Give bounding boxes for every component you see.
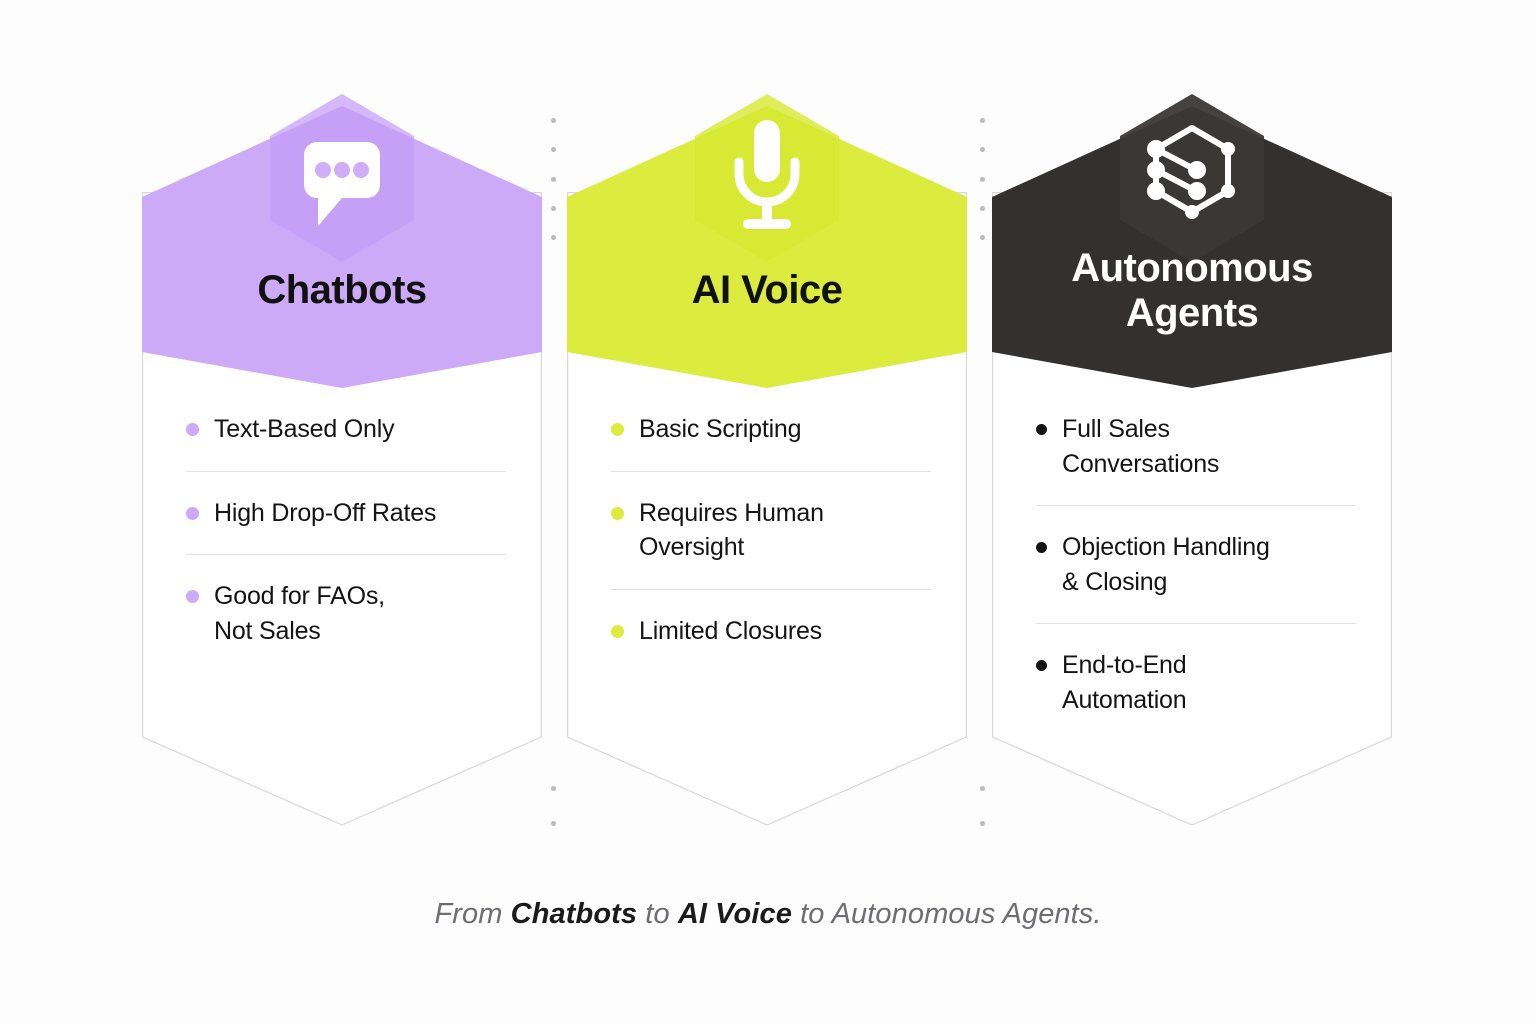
bullet-icon [186,590,199,603]
connector-dot [979,235,985,240]
connector-dot [550,786,556,791]
connector-dot [550,821,556,826]
caption-part-2: to [637,898,678,930]
summary-caption: From Chatbots to AI Voice to Autonomous … [0,898,1536,931]
bullet-icon [1036,424,1047,435]
connector-dot [979,821,985,826]
feature-label: High Drop-Off Rates [214,498,437,527]
connector-dot [550,118,556,123]
connector-dot [979,118,985,123]
connector-dots-upper-left [549,118,557,240]
bullet-icon [186,423,199,436]
bullet-icon [186,506,199,520]
card-title-chatbots: Chatbots [257,268,427,312]
connector-dots-upper-right [978,118,986,240]
connector-dot [550,147,556,153]
bullet-icon [611,423,624,436]
list-item[interactable]: High Drop-Off Rates [186,496,506,555]
list-item[interactable]: Text-Based Only [186,412,506,472]
caption-emphasis-chatbots: Chatbots [510,898,638,930]
feature-label: Objection Handling& Closing [1062,533,1270,596]
list-item[interactable]: Basic Scripting [611,412,931,472]
microphone-badge [689,92,845,268]
connector-dot [550,205,556,211]
caption-part-3: to Autonomous Agents. [791,898,1102,930]
connector-dot [979,786,985,791]
connector-dot [979,147,985,153]
hexagon-network-icon [1120,94,1264,262]
chat-bubble-badge [264,92,420,268]
card-title-ai-voice: AI Voice [691,268,843,312]
bullet-icon [611,624,624,638]
connector-dots-lower-right [978,786,986,826]
microphone-icon [695,94,839,262]
hexagon-network-badge [1114,92,1270,268]
feature-label: Text-Based Only [214,415,395,443]
chat-bubble-icon [270,94,414,262]
connector-dots-lower-left [549,786,557,826]
connector-dot [550,176,556,182]
list-item[interactable]: Good for FAOs,Not Sales [186,579,506,648]
connector-dot [979,205,985,211]
caption-part-1: From [434,898,511,930]
connector-dot [550,235,556,240]
list-item[interactable]: Objection Handling& Closing [1036,530,1356,624]
feature-label: Limited Closures [639,616,822,645]
caption-emphasis-ai-voice: AI Voice [677,898,792,930]
list-item[interactable]: Limited Closures [611,614,931,649]
bullet-icon [1036,660,1047,671]
connector-dot [979,176,985,182]
feature-label: Good for FAOs,Not Sales [214,582,385,645]
bullet-icon [1036,542,1047,553]
feature-label: Basic Scripting [639,415,802,443]
bullet-icon [611,506,624,520]
card-chatbots[interactable]: Chatbots Text-Based Only High Drop-Off R… [142,94,542,826]
feature-list-chatbots: Text-Based Only High Drop-Off Rates Good… [186,412,506,648]
